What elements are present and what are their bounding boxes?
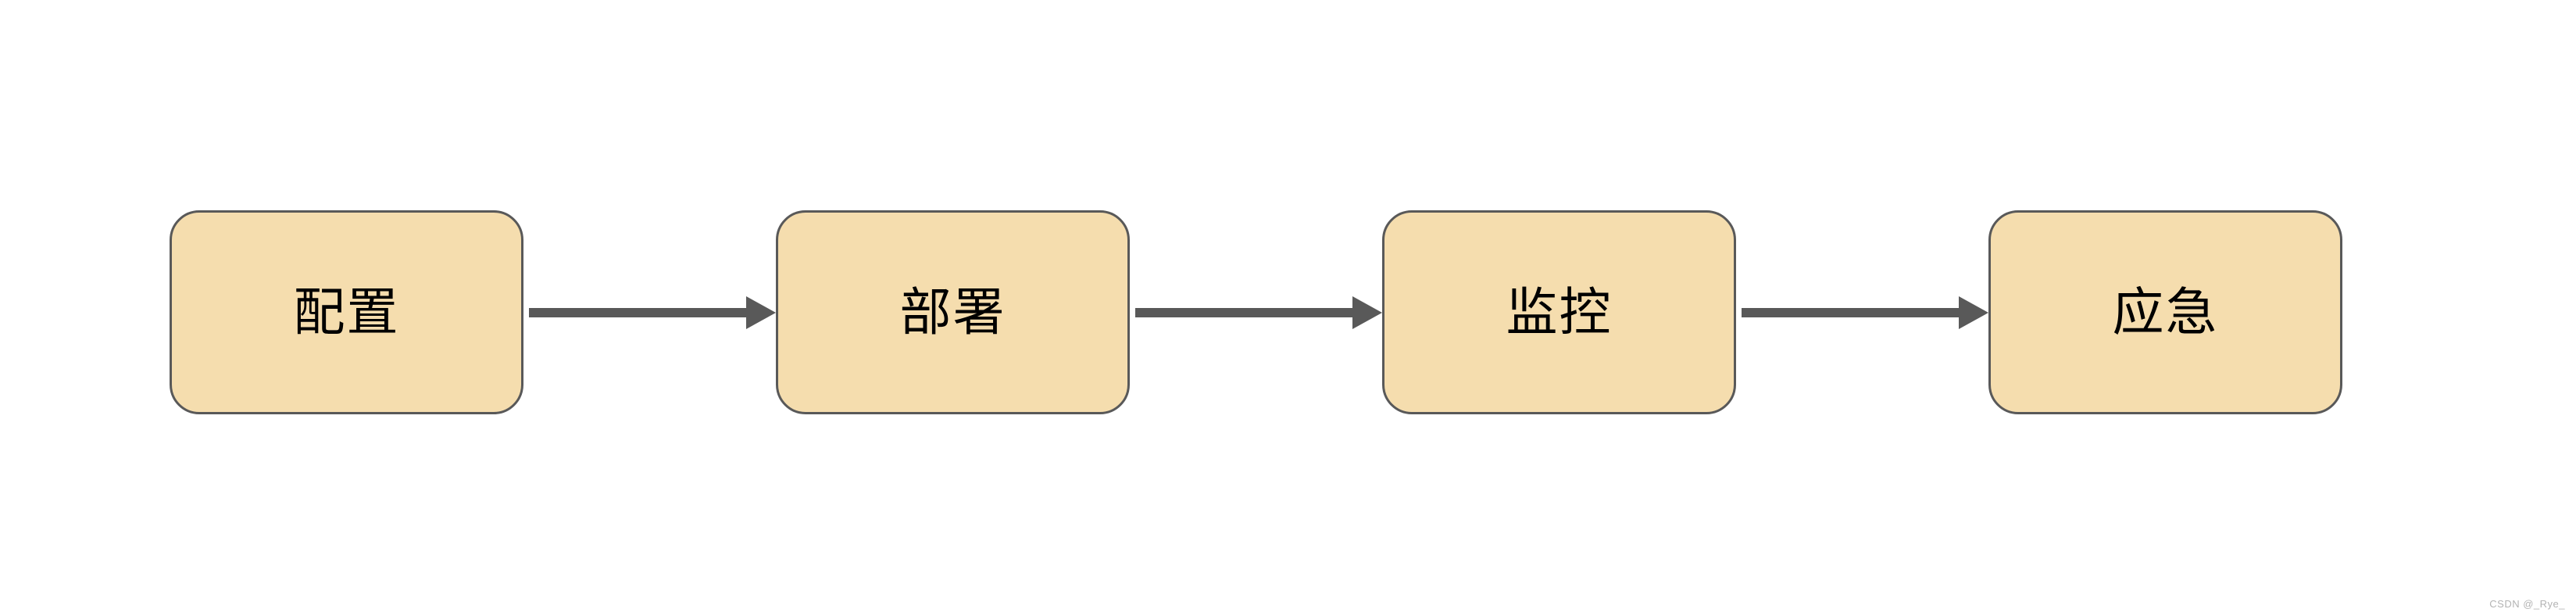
flow-node-deployment: 部署: [776, 210, 1130, 414]
arrow-line: [529, 307, 749, 317]
arrow-head-icon: [1352, 295, 1382, 329]
watermark: CSDN @_Rye_: [2489, 598, 2565, 610]
arrow-line: [1135, 307, 1356, 317]
flow-row: 配置 部署 监控 应急: [170, 210, 2342, 414]
arrow-head-icon: [746, 295, 776, 329]
arrow-head-icon: [1959, 295, 1988, 329]
flow-node-label: 部署: [899, 281, 1006, 342]
flow-node-monitoring: 监控: [1382, 210, 1736, 414]
flow-node-label: 应急: [2112, 281, 2219, 342]
flow-node-configuration: 配置: [170, 210, 523, 414]
flow-node-emergency: 应急: [1988, 210, 2342, 414]
flow-node-label: 配置: [293, 281, 400, 342]
arrow-line: [1742, 307, 1962, 317]
flow-arrow-3: [1736, 210, 1988, 414]
flow-arrow-1: [523, 210, 776, 414]
flow-arrow-2: [1130, 210, 1382, 414]
flow-node-label: 监控: [1506, 281, 1613, 342]
